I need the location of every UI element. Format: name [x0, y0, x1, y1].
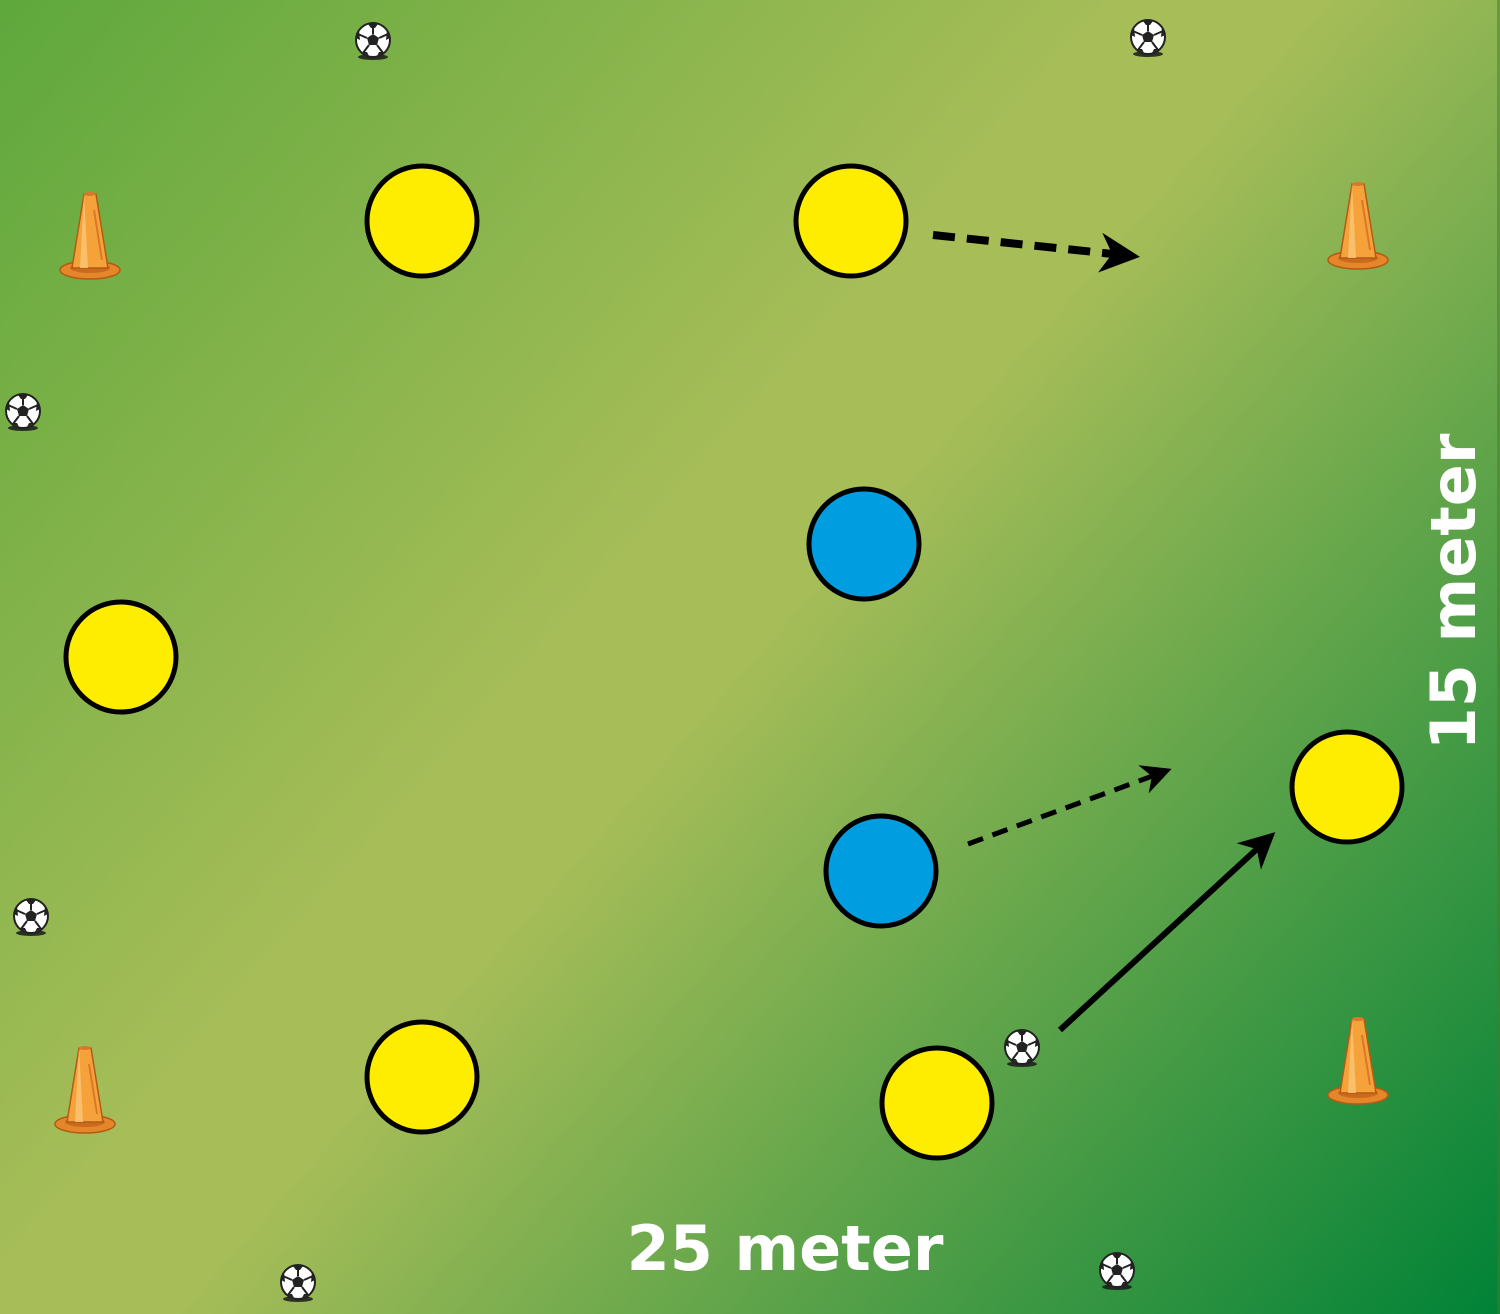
player-yellow-6 [1289, 729, 1405, 845]
player-yellow-3 [63, 599, 179, 715]
field-right-edge [1497, 0, 1500, 1314]
players-layer [63, 163, 1405, 1161]
player-yellow-1 [364, 163, 480, 279]
player-blue-1 [806, 486, 922, 602]
pass-arrow [1057, 832, 1276, 1033]
height-dimension-label: 15 meter [1417, 433, 1490, 750]
player-blue-2 [823, 813, 939, 929]
run-arrow [967, 765, 1172, 847]
arrows-layer [932, 231, 1276, 1033]
player-yellow-5 [879, 1045, 995, 1161]
width-dimension-label: 25 meter [627, 1212, 944, 1285]
player-yellow-2 [793, 163, 909, 279]
player-yellow-4 [364, 1019, 480, 1135]
